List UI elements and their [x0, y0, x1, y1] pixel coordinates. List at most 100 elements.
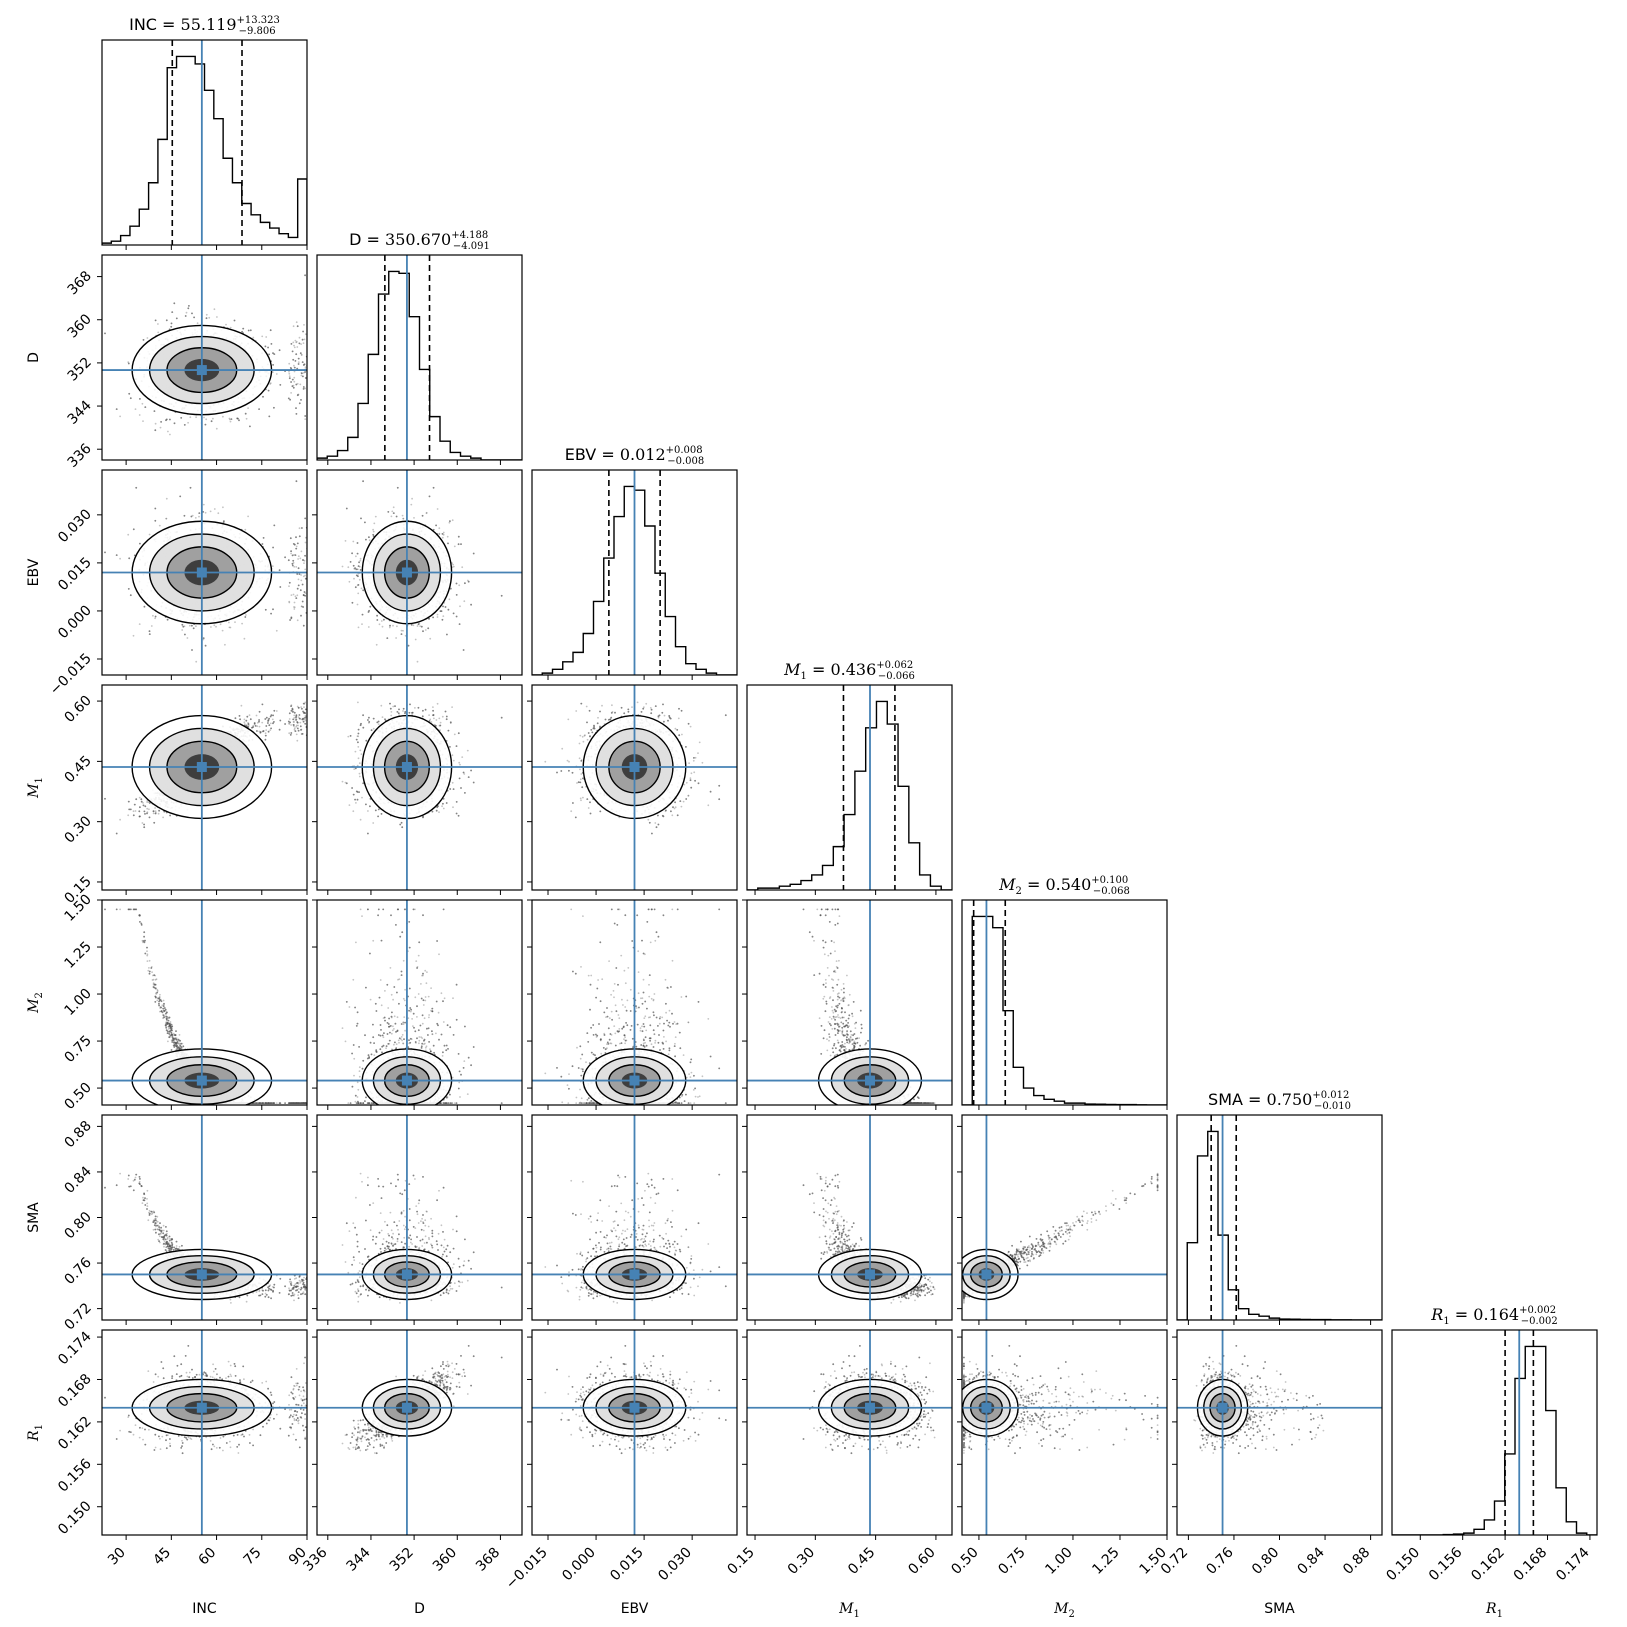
- ytick-D-2: 352: [65, 354, 95, 384]
- ytick-SMA-3: 0.84: [61, 1163, 94, 1196]
- xlabel-R1: R1: [1485, 1601, 1503, 1620]
- panel-M2-vs-M2: M2 = 0.540+0.100−0.068: [961, 875, 1168, 1110]
- ytick-EBV-0: −0.015: [47, 650, 95, 698]
- ytick-M1-2: 0.45: [61, 753, 94, 786]
- xlabel-M2: M2: [1053, 1601, 1075, 1620]
- truth-point-M1-SMA: [865, 1269, 875, 1280]
- ytick-SMA-0: 0.72: [61, 1300, 94, 1333]
- ylabel-EBV: EBV: [26, 558, 42, 586]
- panel-INC-vs-INC: INC = 55.119+13.323−9.806: [101, 15, 308, 250]
- title-SMA: SMA = 0.750+0.012−0.010: [1208, 1090, 1351, 1112]
- histogram-R1: [1392, 1345, 1597, 1535]
- panel-SMA-vs-INC: [97, 1114, 308, 1325]
- xtick-M2-0: 0.50: [948, 1545, 981, 1578]
- xlabel-SMA: SMA: [1264, 1601, 1295, 1617]
- ylabel-D: D: [26, 352, 42, 363]
- panel-SMA-vs-EBV: [527, 1114, 738, 1325]
- xtick-EBV-1: 0.000: [559, 1545, 599, 1585]
- ylabel-M1: M1: [26, 777, 45, 799]
- truth-point-EBV-SMA: [629, 1269, 640, 1280]
- truth-point-INC-M2: [196, 1075, 207, 1086]
- xtick-D-1: 344: [344, 1544, 374, 1574]
- panel-SMA-vs-M1: [742, 1114, 953, 1325]
- truth-point-INC-M1: [196, 762, 207, 772]
- panel-M1-vs-EBV: [527, 684, 738, 895]
- truth-point-EBV-R1: [629, 1402, 640, 1413]
- xtick-D-0: 336: [300, 1544, 330, 1574]
- xtick-SMA-4: 0.88: [1340, 1545, 1373, 1578]
- panel-M2-vs-EBV: [527, 899, 738, 1110]
- histogram-INC: [102, 55, 307, 245]
- xtick-SMA-1: 0.76: [1203, 1544, 1236, 1577]
- xlabel-EBV: EBV: [621, 1601, 649, 1617]
- ytick-SMA-2: 0.80: [61, 1209, 94, 1242]
- xtick-R1-3: 0.168: [1511, 1545, 1551, 1585]
- xtick-EBV-2: 0.015: [607, 1545, 647, 1585]
- title-EBV: EBV = 0.012+0.008−0.008: [565, 445, 705, 467]
- panel-M1-vs-INC: [97, 684, 308, 895]
- panel-R1-vs-INC: [97, 1329, 308, 1540]
- xtick-INC-2: 60: [195, 1545, 219, 1569]
- truth-point-D-M1: [401, 762, 412, 772]
- panel-SMA-vs-D: [312, 1114, 523, 1325]
- panel-EBV-vs-EBV: EBV = 0.012+0.008−0.008: [531, 445, 738, 680]
- ytick-M2-2: 1.00: [61, 986, 94, 1019]
- truth-point-INC-EBV: [196, 567, 207, 578]
- xtick-M1-3: 0.60: [905, 1545, 938, 1578]
- truth-point-EBV-M2: [629, 1075, 640, 1086]
- truth-point-INC-R1: [196, 1402, 207, 1413]
- truth-point-M2-SMA: [981, 1269, 992, 1280]
- panel-R1-vs-EBV: [527, 1329, 738, 1540]
- ytick-D-4: 368: [65, 268, 95, 298]
- panel-R1-vs-D: [312, 1329, 523, 1540]
- truth-point-M1-M2: [865, 1075, 875, 1086]
- truth-point-EBV-M1: [629, 762, 640, 772]
- truth-point-M2-R1: [981, 1402, 992, 1413]
- histogram-D: [317, 270, 522, 460]
- ytick-M1-3: 0.60: [61, 693, 94, 726]
- panel-D-vs-D: D = 350.670+4.188−4.091: [316, 230, 523, 465]
- ylabel-M2: M2: [26, 992, 45, 1014]
- ylabel-R1: R1: [26, 1424, 45, 1442]
- title-INC: INC = 55.119+13.323−9.806: [129, 15, 280, 37]
- ytick-D-0: 336: [65, 441, 95, 471]
- ylabel-SMA: SMA: [26, 1202, 42, 1233]
- xtick-M2-1: 0.75: [995, 1545, 1028, 1578]
- ytick-R1-2: 0.162: [55, 1413, 95, 1453]
- panel-M1-vs-M1: M1 = 0.436+0.062−0.066: [746, 660, 953, 895]
- panel-EBV-vs-INC: [97, 469, 308, 680]
- panel-R1-vs-R1: R1 = 0.164+0.002−0.002: [1391, 1305, 1598, 1540]
- truth-point-D-R1: [401, 1402, 412, 1413]
- title-M1: M1 = 0.436+0.062−0.066: [783, 660, 915, 682]
- ytick-SMA-1: 0.76: [61, 1255, 94, 1288]
- xtick-INC-3: 75: [241, 1545, 265, 1569]
- ytick-SMA-4: 0.88: [61, 1118, 94, 1151]
- xlabel-INC: INC: [192, 1601, 217, 1617]
- xtick-M1-2: 0.45: [845, 1545, 878, 1578]
- ytick-D-3: 360: [65, 311, 95, 341]
- panel-R1-vs-M1: [742, 1329, 953, 1540]
- ytick-R1-1: 0.156: [55, 1456, 95, 1496]
- panel-R1-vs-M2: [957, 1329, 1168, 1540]
- xtick-SMA-3: 0.84: [1295, 1544, 1328, 1577]
- panel-D-vs-INC: [97, 254, 308, 465]
- panel-M1-vs-D: [312, 684, 523, 895]
- xtick-INC-0: 30: [105, 1545, 129, 1569]
- panel-M2-vs-INC: [97, 899, 308, 1110]
- ytick-R1-3: 0.168: [55, 1371, 95, 1411]
- truth-point-SMA-R1: [1217, 1402, 1228, 1413]
- ytick-M1-1: 0.30: [61, 813, 94, 846]
- truth-point-INC-SMA: [196, 1269, 207, 1280]
- panel-R1-vs-SMA: [1172, 1329, 1383, 1540]
- xtick-M2-3: 1.25: [1089, 1545, 1122, 1578]
- ytick-EBV-1: 0.000: [55, 602, 95, 642]
- xtick-D-2: 352: [387, 1545, 417, 1575]
- truth-point-D-SMA: [401, 1269, 412, 1280]
- ytick-EBV-2: 0.015: [55, 554, 95, 594]
- panel-SMA-vs-SMA: SMA = 0.750+0.012−0.010: [1176, 1090, 1383, 1325]
- histogram-M1: [747, 700, 952, 890]
- truth-point-M1-R1: [865, 1402, 875, 1413]
- panel-M2-vs-D: [312, 899, 523, 1110]
- xtick-M1-0: 0.15: [725, 1545, 758, 1578]
